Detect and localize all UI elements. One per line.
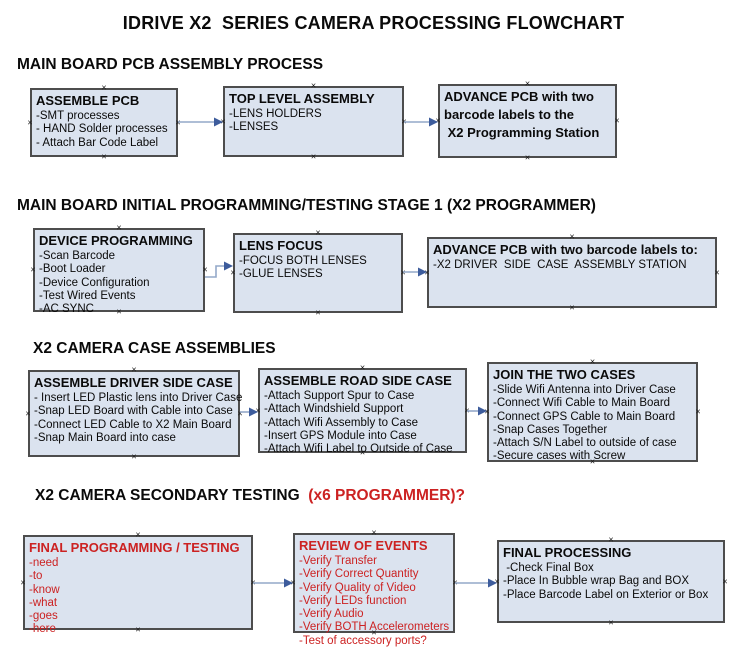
arrowhead-icon	[249, 407, 258, 417]
flow-box: FINAL PROGRAMMING / TESTING -need-to-know…	[23, 535, 253, 635]
section-heading-segment: X2 CAMERA CASE ASSEMBLIES	[33, 340, 276, 357]
box-item: -X2 DRIVER SIDE CASE ASSEMBLY STATION	[433, 259, 687, 271]
box-item: -what	[29, 596, 58, 609]
box-item: -Verify Transfer	[299, 555, 377, 567]
box-item: - Attach Bar Code Label	[36, 136, 159, 149]
box-item: -LENS HOLDERS	[229, 108, 322, 120]
box-item: -Test of accessory ports?	[299, 634, 427, 647]
box-item: -Connect LED Cable to X2 Main Board	[34, 418, 232, 431]
box-item: -Verify Correct Quantity	[299, 568, 419, 581]
box-item: -Secure cases with Screw	[493, 450, 626, 463]
box-title: JOIN THE TWO CASES	[493, 367, 636, 382]
box-item: -Attach Windshield Support	[264, 403, 404, 416]
box-title: ADVANCE PCB with two barcode labels to t…	[444, 89, 600, 140]
section-heading-segment: MAIN BOARD PCB ASSEMBLY PROCESS	[17, 56, 324, 73]
section-heading: X2 CAMERA SECONDARY TESTING (x6 PROGRAMM…	[35, 487, 465, 505]
section-heading: MAIN BOARD PCB ASSEMBLY PROCESS	[17, 56, 323, 74]
box-item: - HAND Solder processes	[36, 123, 168, 136]
box-title: ADVANCE PCB with two barcode labels to:	[433, 242, 698, 257]
box-item: - Insert LED Plastic lens into Driver Ca…	[34, 392, 243, 404]
section-heading: MAIN BOARD INITIAL PROGRAMMING/TESTING S…	[17, 197, 596, 215]
box-item: -Verify Quality of Video	[299, 581, 416, 594]
box-item: -Test Wired Events	[39, 289, 136, 302]
arrowhead-icon	[478, 406, 487, 416]
box-title: ASSEMBLE DRIVER SIDE CASE	[34, 375, 233, 390]
arrowhead-icon	[488, 578, 497, 588]
flow-box: ASSEMBLE DRIVER SIDE CASE - Insert LED Pl…	[28, 370, 243, 457]
box-item: -need	[29, 557, 59, 569]
box-item: -Check Final Box	[503, 562, 594, 574]
connector-arrow	[240, 407, 258, 417]
flow-box: JOIN THE TWO CASES -Slide Wifi Antenna in…	[487, 362, 698, 462]
box-item: -Attach Support Spur to Case	[264, 390, 415, 402]
box-title: FINAL PROGRAMMING / TESTING	[29, 540, 240, 555]
box-title: TOP LEVEL ASSEMBLY	[229, 91, 375, 106]
connector-arrow	[253, 578, 293, 588]
box-title: FINAL PROCESSING	[503, 545, 632, 560]
box-item: -Place In Bubble wrap Bag and BOX	[503, 575, 690, 588]
arrowhead-icon	[224, 261, 233, 271]
box-item: -Attach S/N Label to outside of case	[493, 437, 677, 450]
box-item: -Slide Wifi Antenna into Driver Case	[493, 384, 676, 396]
box-item: -Attach Wifi Label to Outside of Case	[264, 443, 453, 456]
box-item: -Verify BOTH Accelerometers	[299, 621, 450, 634]
box-item: -Connect Wifi Cable to Main Board	[493, 397, 671, 410]
box-item: -to	[29, 570, 43, 583]
box-item: -Snap Cases Together	[493, 423, 608, 436]
box-item: -Snap LED Board with Cable into Case	[34, 405, 233, 418]
connector-arrow	[455, 578, 497, 588]
box-item: -LENSES	[229, 121, 279, 134]
flow-box: ADVANCE PCB with two barcode labels to t…	[438, 84, 617, 158]
box-item: -Scan Barcode	[39, 250, 116, 262]
box-item: -Place Barcode Label on Exterior or Box	[503, 588, 709, 601]
box-item: -FOCUS BOTH LENSES	[239, 255, 367, 267]
connector-arrow	[178, 117, 223, 127]
box-item: -SMT processes	[36, 110, 120, 122]
flow-box: ASSEMBLE ROAD SIDE CASE -Attach Support S…	[258, 368, 467, 456]
section-heading-segment: (x6 PROGRAMMER)?	[308, 487, 466, 504]
page-title: IDRIVE X2 SERIES CAMERA PROCESSING FLOWC…	[122, 13, 625, 33]
box-title: DEVICE PROGRAMMING	[39, 233, 193, 248]
flow-box: ASSEMBLE PCB -SMT processes- HAND Solder …	[30, 88, 178, 157]
connector-arrow	[403, 267, 427, 277]
box-item: -Attach Wifi Assembly to Case	[264, 416, 419, 429]
box-title: REVIEW OF EVENTS	[299, 538, 428, 553]
box-title: ASSEMBLE PCB	[36, 93, 140, 108]
arrowhead-icon	[418, 267, 427, 277]
box-item: -Verify Audio	[299, 608, 364, 621]
section-heading-segment: X2 CAMERA SECONDARY TESTING	[35, 487, 309, 504]
arrowhead-icon	[429, 117, 438, 127]
box-item: -Device Configuration	[39, 276, 150, 289]
box-item: -GLUE LENSES	[239, 268, 323, 281]
box-item: -AC SYNC	[39, 303, 94, 316]
flow-box: LENS FOCUS -FOCUS BOTH LENSES-GLUE LENSES	[233, 233, 403, 313]
arrowhead-icon	[284, 578, 293, 588]
arrowhead-icon	[214, 117, 223, 127]
box-title: LENS FOCUS	[239, 238, 323, 253]
flow-box: REVIEW OF EVENTS-Verify Transfer-Verify …	[293, 533, 455, 647]
connector-arrow	[205, 261, 233, 278]
flow-box: DEVICE PROGRAMMING -Scan Barcode-Boot Loa…	[33, 228, 205, 315]
box-item: -Insert GPS Module into Case	[264, 429, 417, 442]
box-item: -know	[29, 583, 60, 596]
box-item: -Connect GPS Cable to Main Board	[493, 410, 676, 423]
box-item: -Snap Main Board into case	[34, 431, 176, 444]
flow-box: TOP LEVEL ASSEMBLY -LENS HOLDERS-LENSES	[223, 86, 404, 157]
section-heading: X2 CAMERA CASE ASSEMBLIES	[33, 340, 276, 358]
box-title: ASSEMBLE ROAD SIDE CASE	[264, 373, 452, 388]
connector-arrow	[467, 406, 487, 416]
box-item: -goes	[29, 610, 58, 623]
section-heading-segment: MAIN BOARD INITIAL PROGRAMMING/TESTING S…	[17, 197, 596, 214]
box-item: -Verify LEDs function	[299, 594, 407, 607]
box-item: -Boot Loader	[39, 263, 106, 276]
flow-box: ADVANCE PCB with two barcode labels to: -…	[427, 237, 717, 308]
flow-box: FINAL PROCESSING -Check Final Box-Place …	[497, 540, 725, 623]
connector-arrow	[404, 117, 438, 127]
box-item: -here	[29, 623, 56, 636]
